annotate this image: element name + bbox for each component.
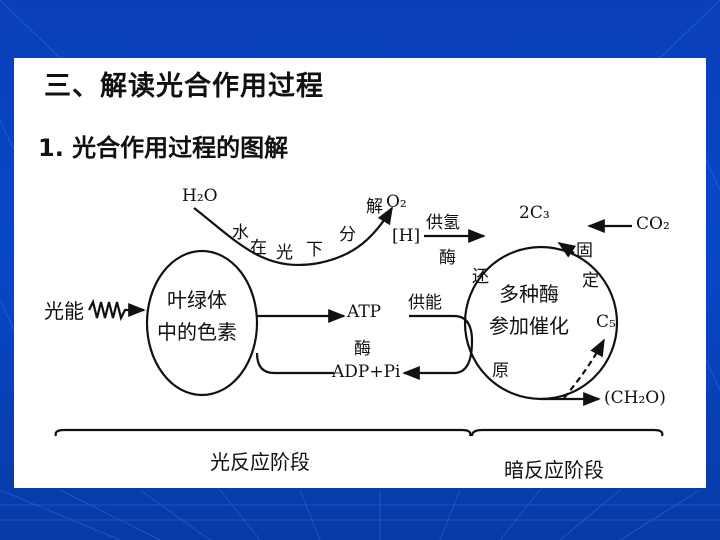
- diagram-subtitle: 1. 光合作用过程的图解: [38, 134, 289, 162]
- oxygen-label: O₂: [386, 192, 407, 212]
- light-stage-brace: [54, 428, 472, 437]
- split-char-5: 分: [339, 225, 356, 245]
- split-char-1: 水: [232, 223, 249, 243]
- enzymes-label-1: 多种酶: [499, 282, 559, 306]
- adp-return-line: [255, 352, 334, 375]
- dark-stage-label: 暗反应阶段: [504, 458, 604, 482]
- adp-pi-label: ADP+Pi: [332, 362, 401, 382]
- split-char-3: 光: [276, 243, 293, 263]
- section-title: 三、解读光合作用过程: [44, 71, 324, 102]
- enzymes-label-2: 参加催化: [489, 314, 569, 338]
- hydrogen-label: [H]: [392, 226, 421, 246]
- fixation-char-1: 固: [576, 241, 593, 261]
- light-energy-label: 光能: [44, 299, 84, 323]
- pigment-ellipse: [145, 249, 259, 397]
- slide-content: 三、解读光合作用过程 1. 光合作用过程的图解: [14, 58, 706, 488]
- pigment-label-2: 中的色素: [157, 320, 237, 344]
- water-split-arrow: [193, 206, 393, 267]
- light-zigzag: [88, 298, 146, 322]
- carbohydrate-label: (CH₂O): [604, 388, 666, 408]
- photosynthesis-diagram: [54, 206, 664, 437]
- water-label: H₂O: [182, 186, 218, 206]
- dark-stage-brace: [470, 428, 664, 437]
- supply-energy-label: 供能: [408, 293, 442, 313]
- fixation-char-2: 定: [582, 271, 599, 291]
- split-char-4: 下: [306, 240, 323, 260]
- light-stage-label: 光反应阶段: [210, 450, 310, 474]
- pigment-label-1: 叶绿体: [167, 288, 227, 312]
- reduction-char-2: 原: [492, 361, 509, 381]
- supply-hydrogen-label: 供氢: [426, 213, 460, 233]
- c5-dashed-arrow: [563, 338, 605, 399]
- split-char-2: 在: [250, 238, 267, 258]
- co2-label: CO₂: [636, 214, 670, 234]
- cycle-top-arrow: [557, 242, 577, 258]
- atp-supply-line: [409, 314, 474, 375]
- enzyme-label-mid: 酶: [354, 339, 371, 359]
- c5-label: C₅: [596, 312, 616, 332]
- split-char-6: 解: [366, 197, 383, 217]
- two-c3-label: 2C₃: [519, 203, 550, 223]
- reduction-char-1: 还: [472, 267, 489, 287]
- enzyme-label-top: 酶: [439, 248, 456, 268]
- atp-label: ATP: [347, 302, 382, 322]
